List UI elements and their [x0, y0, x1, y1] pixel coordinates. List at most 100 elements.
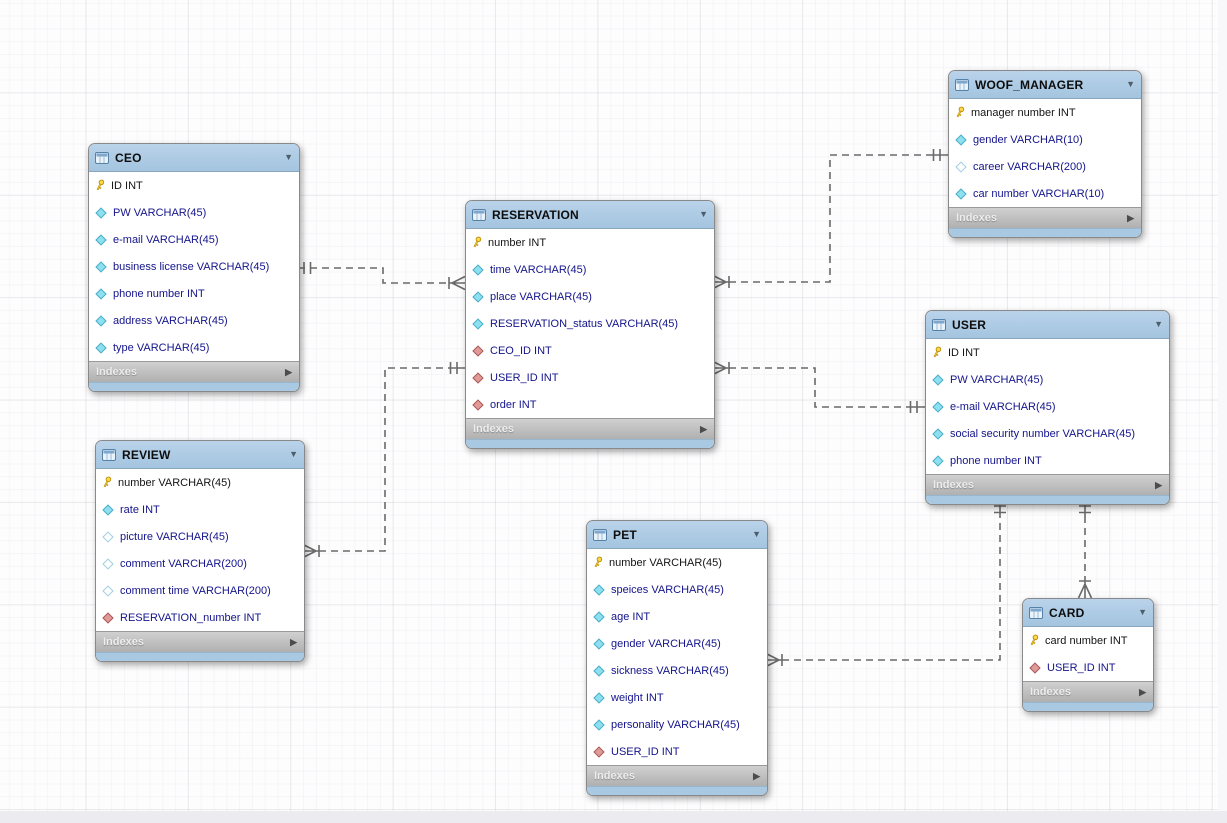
- expand-arrow-icon[interactable]: ▶: [1155, 479, 1162, 490]
- column-row[interactable]: time VARCHAR(45): [466, 256, 714, 283]
- indexes-label: Indexes: [956, 212, 997, 224]
- column-label: age INT: [611, 610, 651, 623]
- connector-user-reservation[interactable]: [712, 360, 925, 414]
- column-row[interactable]: comment VARCHAR(200): [96, 550, 304, 577]
- not-null-diamond-icon: [955, 133, 967, 146]
- column-row[interactable]: comment time VARCHAR(200): [96, 577, 304, 604]
- column-row[interactable]: USER_ID INT: [1023, 654, 1153, 681]
- indexes-footer[interactable]: Indexes▶: [89, 361, 299, 382]
- collapse-arrow-icon[interactable]: ▼: [699, 209, 708, 219]
- expand-arrow-icon[interactable]: ▶: [290, 636, 297, 647]
- table-icon: [472, 208, 486, 221]
- column-row[interactable]: picture VARCHAR(45): [96, 523, 304, 550]
- expand-arrow-icon[interactable]: ▶: [753, 770, 760, 781]
- column-row[interactable]: manager number INT: [949, 99, 1141, 126]
- column-row[interactable]: ID INT: [89, 172, 299, 199]
- column-row[interactable]: phone number INT: [926, 447, 1169, 474]
- expand-arrow-icon[interactable]: ▶: [285, 366, 292, 377]
- table-header[interactable]: PET▼: [587, 521, 767, 549]
- expand-arrow-icon[interactable]: ▶: [700, 423, 707, 434]
- table-review[interactable]: REVIEW ▼ number VARCHAR(45) rate INT picture…: [95, 440, 305, 662]
- column-label: sickness VARCHAR(45): [611, 664, 729, 677]
- connector-ceo-reservation[interactable]: [298, 262, 466, 291]
- connector-user-card[interactable]: [1077, 500, 1093, 599]
- column-row[interactable]: car number VARCHAR(10): [949, 180, 1141, 207]
- table-reservation[interactable]: RESERVATION▼ number INT time VARCHAR(45) pl…: [465, 200, 715, 449]
- column-row[interactable]: order INT: [466, 391, 714, 418]
- column-label: rate INT: [120, 503, 160, 516]
- column-row[interactable]: e-mail VARCHAR(45): [89, 226, 299, 253]
- column-row[interactable]: gender VARCHAR(10): [949, 126, 1141, 153]
- column-row[interactable]: PW VARCHAR(45): [89, 199, 299, 226]
- column-label: weight INT: [611, 691, 664, 704]
- column-row[interactable]: address VARCHAR(45): [89, 307, 299, 334]
- column-label: business license VARCHAR(45): [113, 260, 270, 273]
- expand-arrow-icon[interactable]: ▶: [1139, 686, 1146, 697]
- column-row[interactable]: speices VARCHAR(45): [587, 576, 767, 603]
- table-header[interactable]: REVIEW ▼: [96, 441, 304, 469]
- table-header[interactable]: WOOF_MANAGER▼: [949, 71, 1141, 99]
- column-label: address VARCHAR(45): [113, 314, 228, 327]
- column-label: number INT: [488, 236, 547, 249]
- indexes-footer[interactable]: Indexes▶: [926, 474, 1169, 495]
- connector-user-pet[interactable]: [765, 500, 1006, 668]
- column-row[interactable]: phone number INT: [89, 280, 299, 307]
- column-list: number VARCHAR(45) rate INT picture VARCHA…: [96, 469, 304, 631]
- indexes-footer[interactable]: Indexes▶: [1023, 681, 1153, 702]
- column-row[interactable]: social security number VARCHAR(45): [926, 420, 1169, 447]
- indexes-footer[interactable]: Indexes▶: [466, 418, 714, 439]
- column-row[interactable]: career VARCHAR(200): [949, 153, 1141, 180]
- column-row[interactable]: USER_ID INT: [587, 738, 767, 765]
- column-row[interactable]: USER_ID INT: [466, 364, 714, 391]
- column-row[interactable]: weight INT: [587, 684, 767, 711]
- connector-woof_manager-reservation[interactable]: [712, 149, 948, 290]
- column-label: time VARCHAR(45): [490, 263, 587, 276]
- table-header[interactable]: CEO▼: [89, 144, 299, 172]
- table-header[interactable]: CARD▼: [1023, 599, 1153, 627]
- collapse-arrow-icon[interactable]: ▼: [1138, 607, 1147, 617]
- column-row[interactable]: card number INT: [1023, 627, 1153, 654]
- expand-arrow-icon[interactable]: ▶: [1127, 212, 1134, 223]
- table-pet[interactable]: PET▼number VARCHAR(45)speices VARCHAR(45…: [586, 520, 768, 796]
- column-row[interactable]: type VARCHAR(45): [89, 334, 299, 361]
- column-row[interactable]: PW VARCHAR(45): [926, 366, 1169, 393]
- column-row[interactable]: rate INT: [96, 496, 304, 523]
- not-null-diamond-icon: [593, 664, 605, 677]
- indexes-footer[interactable]: Indexes▶: [587, 765, 767, 786]
- column-row[interactable]: number VARCHAR(45): [96, 469, 304, 496]
- column-row[interactable]: business license VARCHAR(45): [89, 253, 299, 280]
- collapse-arrow-icon[interactable]: ▼: [1154, 319, 1163, 329]
- column-row[interactable]: RESERVATION_number INT: [96, 604, 304, 631]
- column-row[interactable]: personality VARCHAR(45): [587, 711, 767, 738]
- table-header[interactable]: USER▼: [926, 311, 1169, 339]
- column-row[interactable]: number VARCHAR(45): [587, 549, 767, 576]
- indexes-footer[interactable]: Indexes▶: [96, 631, 304, 652]
- table-bottom-bar: [89, 382, 299, 391]
- column-row[interactable]: e-mail VARCHAR(45): [926, 393, 1169, 420]
- column-label: USER_ID INT: [490, 371, 559, 384]
- collapse-arrow-icon[interactable]: ▼: [289, 449, 298, 459]
- table-icon: [1029, 606, 1043, 619]
- connector-reservation-review[interactable]: [302, 362, 465, 559]
- column-row[interactable]: place VARCHAR(45): [466, 283, 714, 310]
- table-title: REVIEW: [122, 447, 171, 462]
- column-row[interactable]: number INT: [466, 229, 714, 256]
- collapse-arrow-icon[interactable]: ▼: [284, 152, 293, 162]
- indexes-footer[interactable]: Indexes ▶: [949, 207, 1141, 228]
- table-header[interactable]: RESERVATION▼: [466, 201, 714, 229]
- collapse-arrow-icon[interactable]: ▼: [752, 529, 761, 539]
- column-row[interactable]: sickness VARCHAR(45): [587, 657, 767, 684]
- collapse-arrow-icon[interactable]: ▼: [1126, 79, 1135, 89]
- column-row[interactable]: RESERVATION_status VARCHAR(45): [466, 310, 714, 337]
- primary-key-icon: [101, 476, 113, 489]
- table-icon: [932, 318, 946, 331]
- column-row[interactable]: gender VARCHAR(45): [587, 630, 767, 657]
- column-row[interactable]: ID INT: [926, 339, 1169, 366]
- column-row[interactable]: age INT: [587, 603, 767, 630]
- column-row[interactable]: CEO_ID INT: [466, 337, 714, 364]
